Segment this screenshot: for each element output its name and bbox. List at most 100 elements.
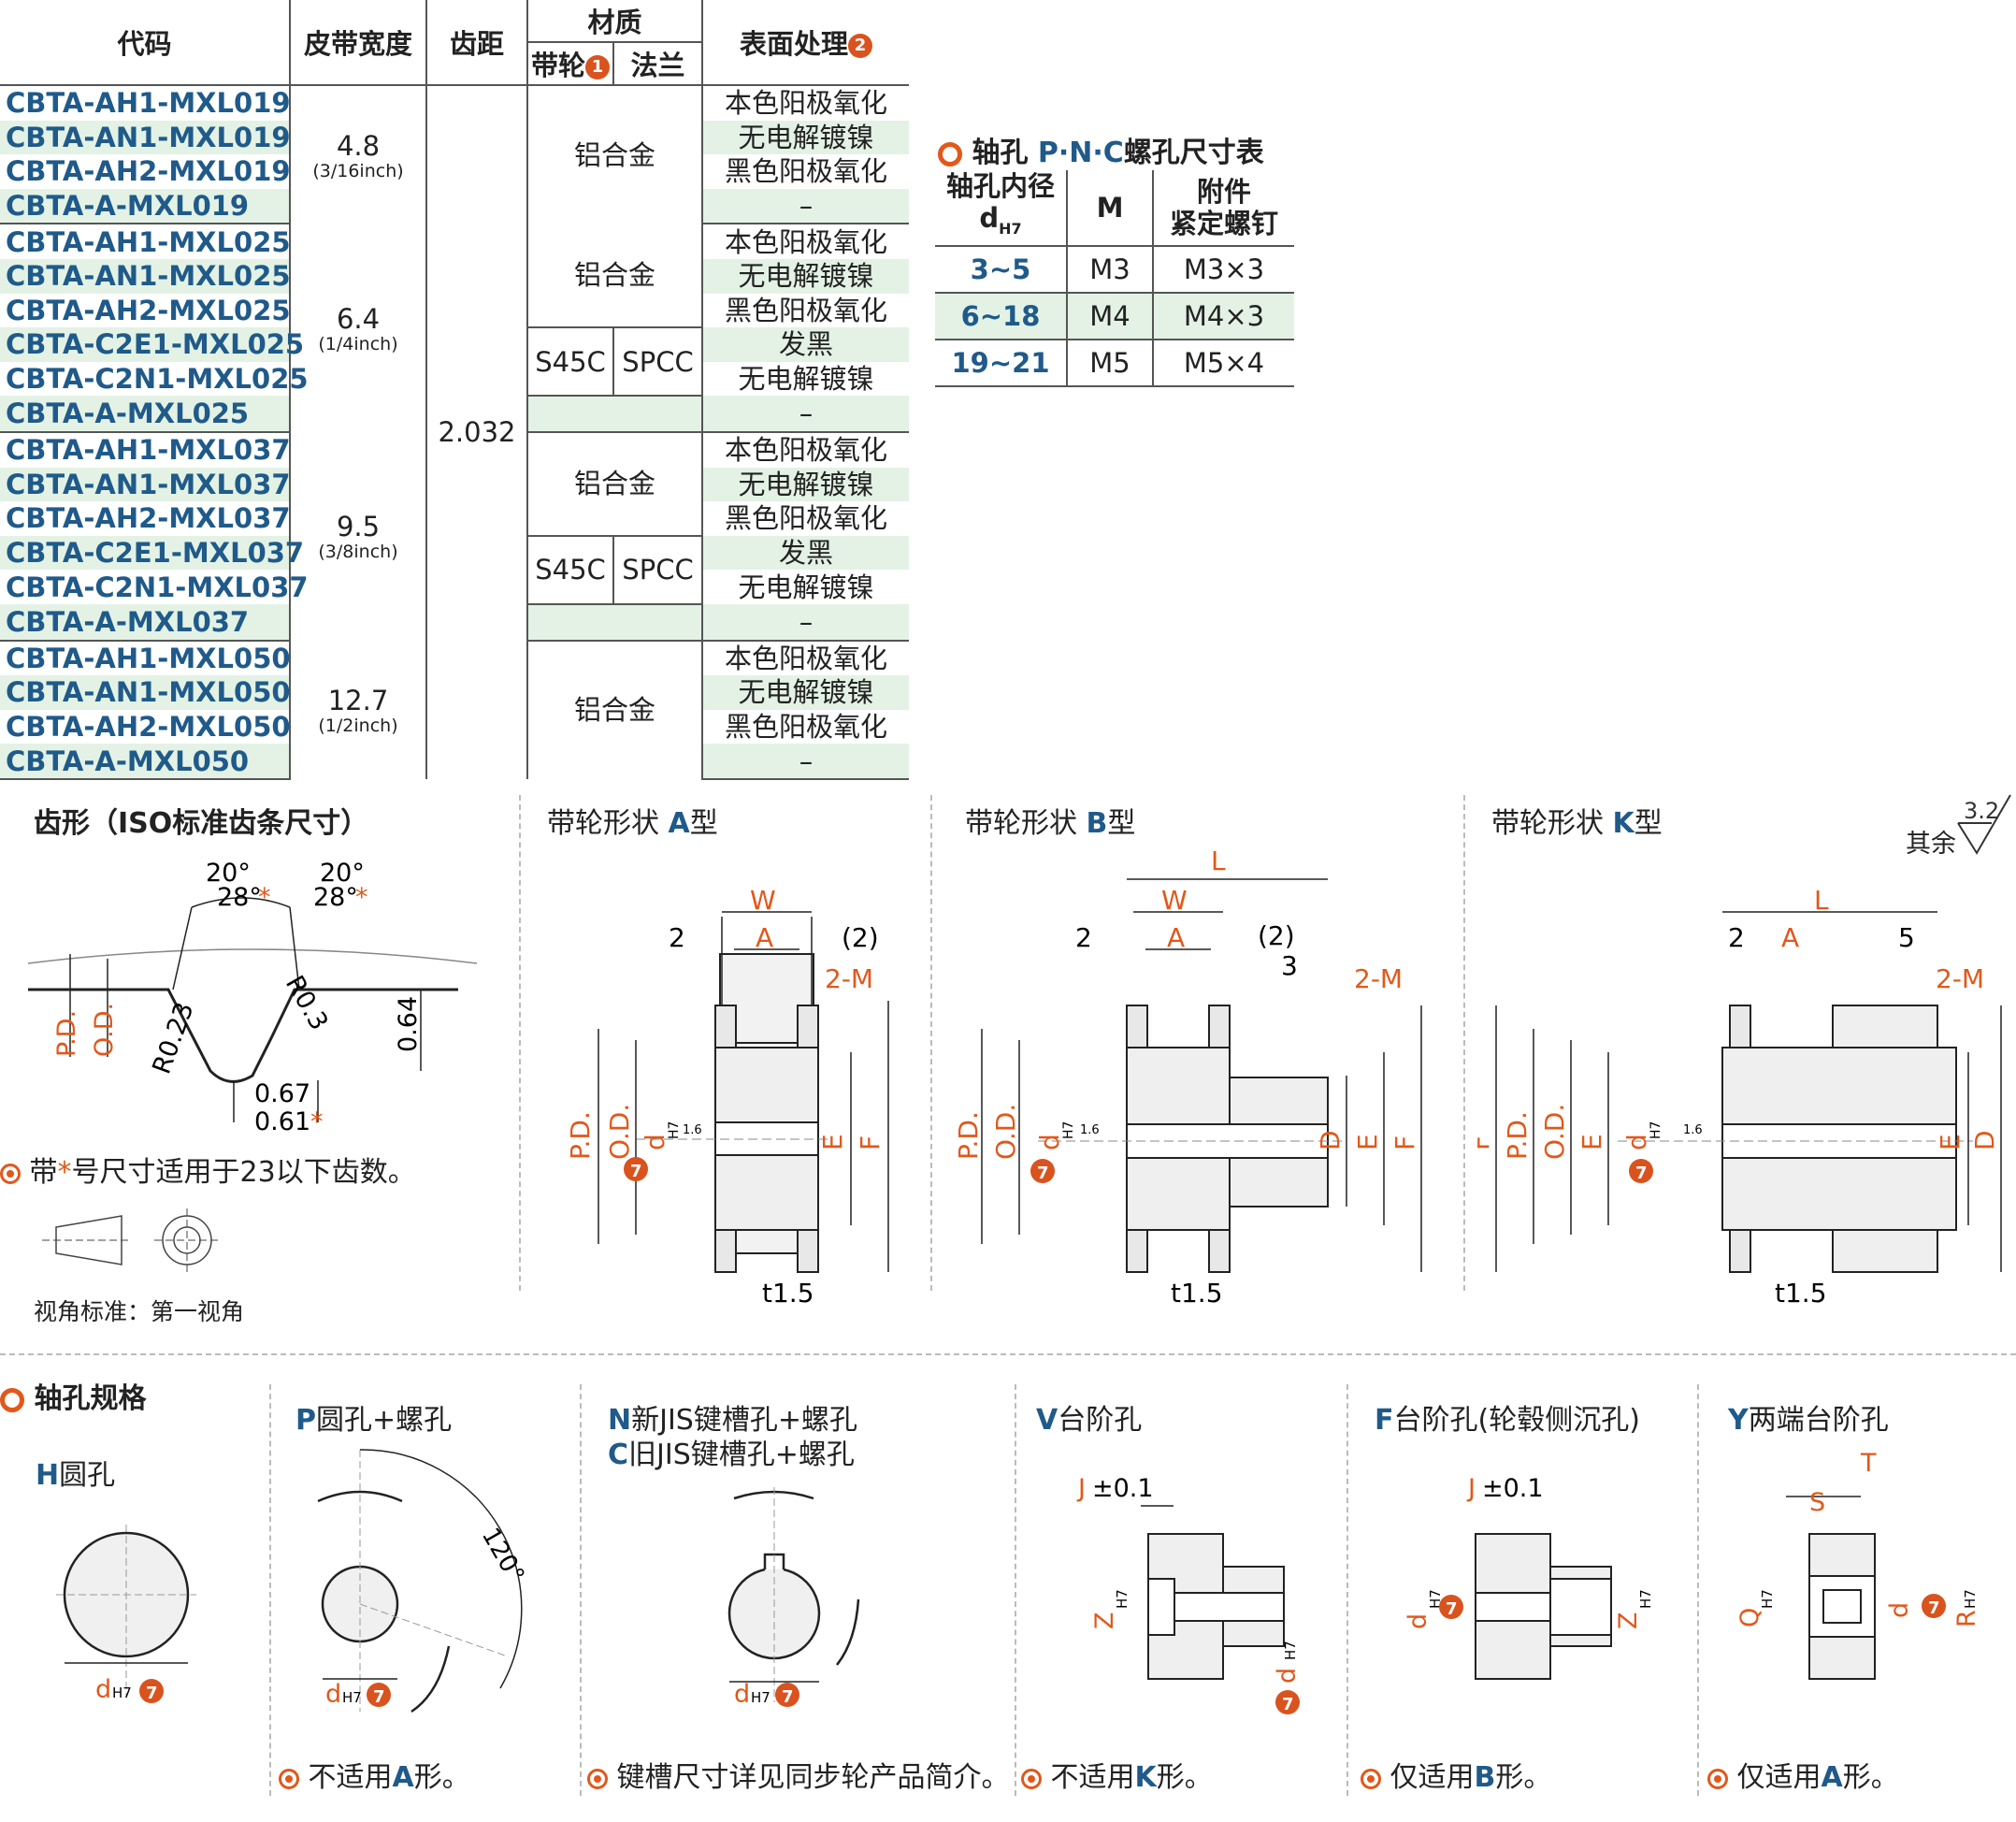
dim-a: A xyxy=(756,922,773,953)
product-code: CBTA-A-MXL025 xyxy=(0,396,291,433)
dim-j: J xyxy=(1466,1474,1476,1503)
divider xyxy=(1015,1384,1016,1796)
bore-y-title: Y两端台阶孔 xyxy=(1728,1404,1889,1437)
surface-treatment: 本色阳极氧化 xyxy=(725,87,888,120)
dim-2m: 2-M xyxy=(1354,963,1403,994)
dim-t: t1.5 xyxy=(1775,1278,1827,1309)
surface-treatment: 本色阳极氧化 xyxy=(725,434,888,467)
header-width: 皮带宽度 xyxy=(290,0,427,86)
roughness-16: 1.6 xyxy=(1080,1123,1100,1137)
dot-ring-icon xyxy=(1021,1768,1042,1789)
dim-h7: H7 xyxy=(667,1121,682,1139)
belt-width-cell: 12.7(1/2inch) xyxy=(290,640,427,779)
dim-d: d xyxy=(95,1675,111,1704)
divider xyxy=(1697,1384,1699,1796)
bore-title: 轴孔规格 xyxy=(0,1375,146,1416)
bore-p-drawing: 120° d H7 7 xyxy=(317,1449,529,1714)
bore-v-drawing: J ±0.1 Z H7 d H7 7 xyxy=(1076,1474,1302,1714)
product-code: CBTA-A-MXL050 xyxy=(0,744,291,780)
badge-7: 7 xyxy=(782,1687,794,1707)
view-standard: 视角标准：第一视角 xyxy=(34,1298,245,1325)
product-code: CBTA-C2N1-MXL037 xyxy=(0,570,309,604)
product-code: CBTA-A-MXL019 xyxy=(0,188,291,225)
dim-h7-2: H7 xyxy=(1282,1641,1299,1660)
divider xyxy=(1346,1384,1348,1796)
dim-pm: ±0.1 xyxy=(1482,1474,1544,1503)
surface-treatment: – xyxy=(702,188,910,225)
material-cell: 铝合金 xyxy=(527,224,704,328)
product-code: CBTA-AH1-MXL037 xyxy=(0,431,291,468)
surface-treatment: – xyxy=(702,603,910,642)
dot-ring-icon xyxy=(279,1768,299,1789)
ring-icon xyxy=(0,1387,24,1412)
bore-n-drawing: d H7 7 xyxy=(727,1487,860,1709)
product-code: CBTA-AN1-MXL025 xyxy=(0,258,291,294)
product-code: CBTA-AH2-MXL050 xyxy=(0,709,291,745)
dim-d-big: D xyxy=(1969,1130,2000,1150)
dim-s: S xyxy=(1809,1488,1825,1517)
dim-r: R xyxy=(1952,1610,1981,1627)
badge-7: 7 xyxy=(1037,1164,1049,1183)
hole-header-m: M xyxy=(1067,170,1154,247)
pulley-b-drawing: L W A 2 (2) 3 2-M P.D. O.D. d H7 1.6 7 D… xyxy=(954,846,1422,1309)
divider xyxy=(930,795,932,1291)
dim-pd: P.D. xyxy=(1502,1111,1533,1160)
bore-p-title: P圆孔+螺孔 xyxy=(295,1404,453,1437)
dim-h7: H7 xyxy=(1649,1121,1663,1139)
dim-w: W xyxy=(1161,885,1188,916)
badge-7: 7 xyxy=(146,1684,158,1703)
note-y: 仅适用A形。 xyxy=(1707,1754,1899,1795)
surface-treatment: – xyxy=(702,744,910,780)
angle-28-right: 28° xyxy=(313,883,358,912)
badge-2: 2 xyxy=(848,34,873,58)
material-flange: SPCC xyxy=(613,534,704,605)
dim-paren-2: (2) xyxy=(842,922,879,953)
bore-v-title: V台阶孔 xyxy=(1036,1404,1143,1437)
angle-20-left: 20° xyxy=(206,859,251,888)
surface-treatment: 无电解镀镍 xyxy=(738,571,874,603)
tooth-note: 带*号尺寸适用于23以下齿数。 xyxy=(0,1149,416,1190)
material-pulley: S45C xyxy=(527,326,614,398)
dot-ring-icon xyxy=(0,1163,21,1184)
product-code: CBTA-AN1-MXL019 xyxy=(0,120,291,155)
dim-h7-2: H7 xyxy=(1962,1589,1979,1609)
shape-a-title: 带轮形状 A型 xyxy=(547,807,718,840)
material-cell: 铝合金 xyxy=(527,640,704,779)
bore-c-title: C旧JIS键槽孔+螺孔 xyxy=(608,1439,855,1471)
belt-width-inch: (3/16inch) xyxy=(312,160,404,181)
dim-d: d xyxy=(734,1680,750,1709)
material-cell xyxy=(527,603,704,642)
bore-n-title: N新JIS键槽孔+螺孔 xyxy=(608,1404,857,1437)
dim-f: F xyxy=(1390,1135,1420,1150)
dim-2m: 2-M xyxy=(825,963,873,994)
dim-paren-2: (2) xyxy=(1258,920,1295,951)
surface-treatment: 发黑 xyxy=(702,327,910,362)
roughness-16: 1.6 xyxy=(1683,1123,1703,1137)
badge-7: 7 xyxy=(1446,1599,1458,1619)
bore-f-title: F台阶孔(轮毂侧沉孔) xyxy=(1375,1404,1640,1437)
product-code: CBTA-AN1-MXL037 xyxy=(0,467,291,502)
belt-width-inch: (3/8inch) xyxy=(318,542,398,563)
star-mark: * xyxy=(355,883,368,912)
dim-d: d xyxy=(1621,1134,1652,1150)
divider xyxy=(0,1353,2016,1355)
material-flange: SPCC xyxy=(613,326,704,398)
bore-h-drawing: d H7 7 xyxy=(56,1525,196,1704)
dim-h7: H7 xyxy=(1061,1121,1076,1139)
badge-7: 7 xyxy=(1635,1164,1648,1183)
radius-left: R0.23 xyxy=(147,999,199,1078)
belt-width: 9.5 xyxy=(336,511,381,543)
badge-1: 1 xyxy=(585,55,610,80)
dim-od: O.D. xyxy=(1539,1104,1570,1160)
pd-label: P.D. xyxy=(52,1010,81,1057)
